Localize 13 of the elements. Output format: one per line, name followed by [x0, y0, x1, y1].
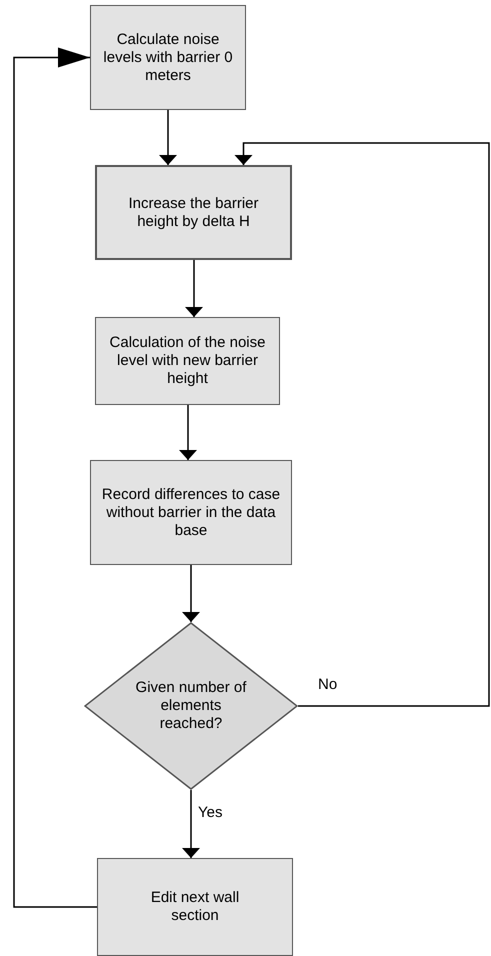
process-box: [90, 460, 292, 565]
node-text: Calculation of the noise level with new barrier height: [110, 334, 266, 387]
node-text: Edit next wall section: [150, 889, 240, 924]
node-text: Calculate noise levels with barrier 0 meters: [103, 30, 233, 84]
node-text: Increase the barrier height by delta H: [128, 194, 259, 230]
process-box: [90, 5, 246, 110]
process-box: [95, 165, 292, 260]
node-text: Given number of elements reached?: [136, 679, 246, 732]
node-text: Record differences to case without barrier in the data base: [102, 486, 280, 538]
process-box: [97, 858, 293, 956]
decision-diamond: [84, 622, 298, 790]
process-box: [95, 317, 280, 405]
arrow: [13, 48, 97, 908]
